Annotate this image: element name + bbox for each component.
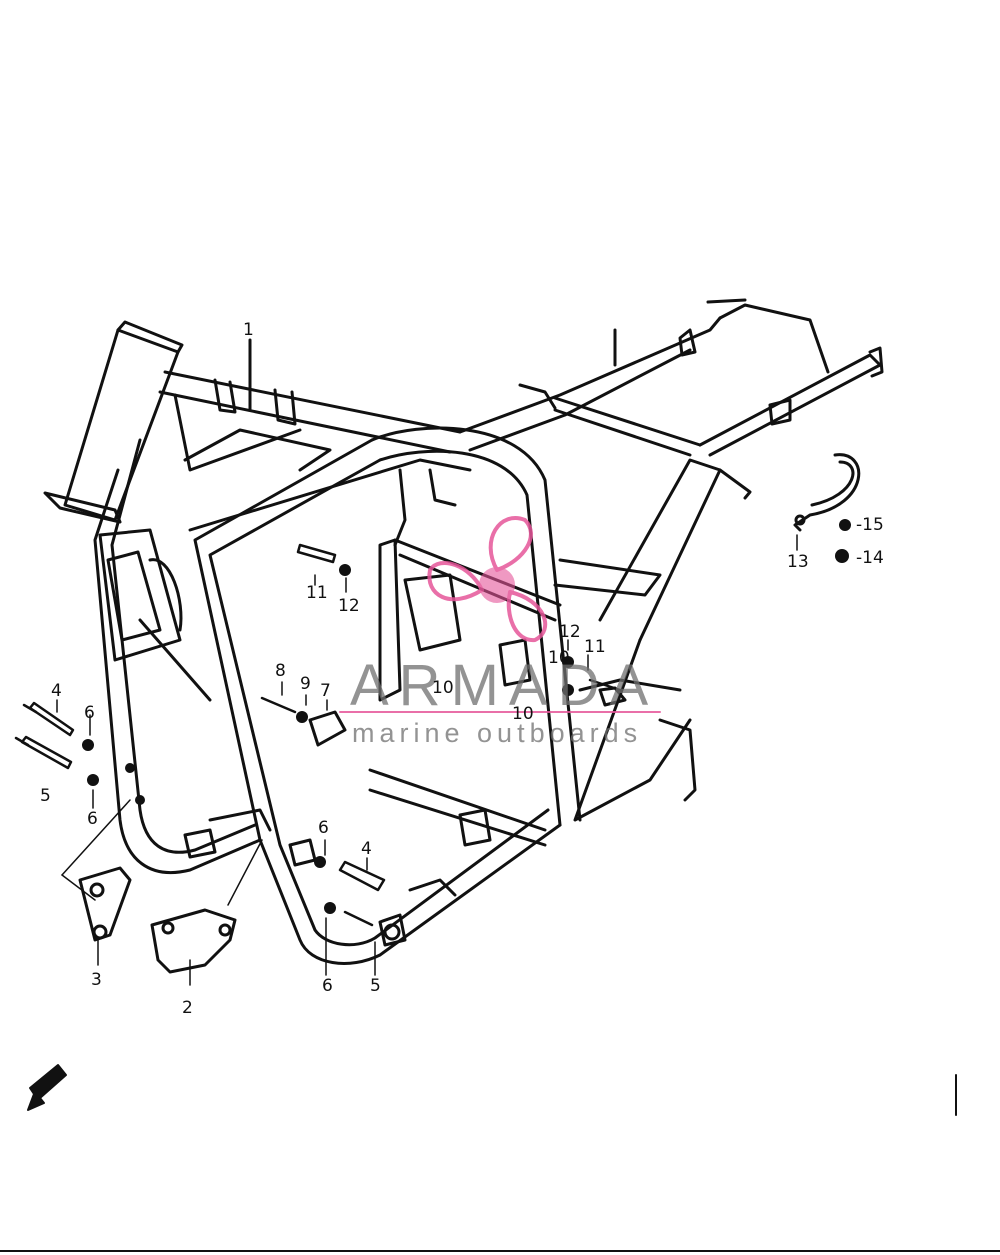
part-label-11-left: 11 [306, 583, 328, 603]
engine-mount-section [183, 428, 722, 847]
part-label-4-lower: 4 [361, 839, 372, 859]
part-label-6-center: 6 [318, 818, 329, 838]
part-label-14: -14 [856, 548, 884, 568]
part-label-10-right: 10 [512, 704, 534, 724]
part-label-10-upper: 10 [548, 648, 570, 668]
part-label-8: 8 [275, 661, 286, 681]
part-label-2: 2 [182, 998, 193, 1018]
bolts [14, 543, 622, 927]
part-label-12-left: 12 [338, 596, 360, 616]
part-label-6-upper-left: 6 [84, 703, 95, 723]
left-side-frame [93, 438, 262, 875]
lower-cross-members [183, 808, 492, 947]
part-label-1: 1 [243, 320, 254, 340]
propeller-logo-icon [339, 516, 661, 713]
part-label-3: 3 [91, 970, 102, 990]
part-label-9: 9 [300, 674, 311, 694]
front-cradle-loop [193, 426, 582, 965]
watermark-tagline: marine outboards [352, 718, 643, 748]
watermark-brand: ARMADA [350, 653, 659, 718]
part-label-7: 7 [320, 681, 331, 701]
part-label-5-left: 5 [40, 786, 51, 806]
side-clamp [793, 453, 861, 532]
bottom-border-line [0, 1250, 1000, 1252]
part-label-11-right: 11 [584, 637, 606, 657]
front-direction-arrow-icon [27, 1064, 67, 1111]
part-label-5-lower: 5 [370, 976, 381, 996]
part-label-6-lower-left: 6 [87, 809, 98, 829]
steering-head-pipe [43, 320, 184, 524]
rear-frame-rails [458, 298, 884, 500]
part-label-15: -15 [856, 515, 884, 535]
fastener-marks [82, 519, 851, 914]
part-label-4-left: 4 [51, 681, 62, 701]
part-label-13: 13 [787, 552, 809, 572]
part-label-10-left: 10 [432, 678, 454, 698]
engine-bracket-plates [78, 710, 347, 974]
part-label-6-bottom: 6 [322, 976, 333, 996]
part-label-12-right: 12 [559, 622, 581, 642]
leader-lines [56, 339, 798, 986]
